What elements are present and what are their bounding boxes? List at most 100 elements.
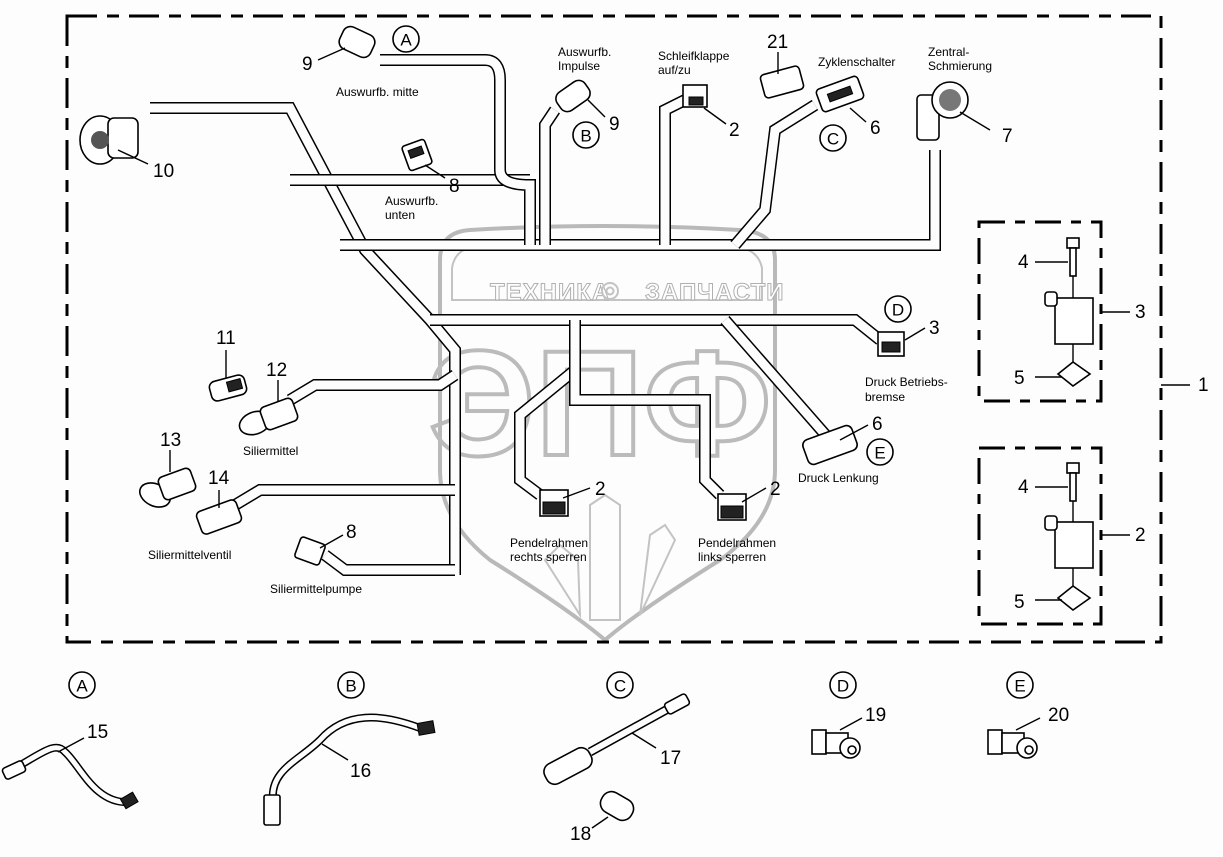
- svg-text:E: E: [874, 444, 885, 463]
- callouts-main: A B C D E: [392, 25, 912, 466]
- label-druck-betrieb-1: Druck Betriebs-: [865, 375, 948, 389]
- number-10: 10: [153, 161, 174, 182]
- kit-2-seal-number: 5: [1014, 592, 1025, 613]
- watermark-wheat: [543, 493, 677, 621]
- connector-21: [759, 65, 805, 99]
- number-3: 3: [929, 318, 940, 339]
- label-auswurfb-unten-2: unten: [385, 208, 415, 222]
- number-2a: 2: [729, 120, 740, 141]
- number-13: 13: [160, 430, 181, 451]
- label-schleifklappe-1: Schleifklappe: [658, 49, 730, 63]
- part-labels: Auswurfb. mitte Auswurfb. Impulse Schlei…: [148, 45, 992, 596]
- connector-14: [195, 499, 243, 535]
- label-zyklenschalter: Zyklenschalter: [818, 55, 895, 69]
- label-druck-betrieb-2: bremse: [865, 390, 905, 404]
- connector-10: [79, 115, 139, 165]
- number-8b: 8: [346, 522, 357, 543]
- assembly-number: 1: [1198, 375, 1209, 396]
- connector-8b: [294, 536, 326, 566]
- label-schleifklappe-2: auf/zu: [658, 63, 691, 77]
- callout-b-main: B: [572, 121, 600, 149]
- label-zentral-1: Zentral-: [928, 45, 969, 59]
- assembly-frame: [65, 14, 1163, 644]
- callout-e-main: E: [866, 438, 894, 466]
- connector-12: [238, 397, 299, 436]
- callout-d-main: D: [884, 295, 912, 323]
- connector-13: [138, 467, 197, 508]
- number-17: 17: [660, 748, 681, 769]
- kit-3-bolt-number: 4: [1018, 252, 1029, 273]
- detail-view-a: A 15: [1, 671, 139, 810]
- kit-3-parts: [1044, 237, 1094, 388]
- connector-11: [208, 374, 248, 402]
- svg-text:C: C: [614, 677, 626, 696]
- number-15: 15: [87, 722, 108, 743]
- number-19: 19: [865, 705, 886, 726]
- detail-view-d: D 19: [811, 671, 886, 759]
- label-auswurfb-impulse-1: Auswurfb.: [558, 45, 611, 59]
- svg-text:C: C: [827, 130, 839, 149]
- connector-2b: [539, 489, 569, 517]
- kit-3-number: 3: [1135, 302, 1146, 323]
- label-druck-lenkung: Druck Lenkung: [798, 471, 879, 485]
- harness-wires: [150, 54, 941, 576]
- number-6a: 6: [870, 118, 881, 139]
- label-zentral-2: Schmierung: [928, 59, 992, 73]
- number-18: 18: [570, 824, 591, 845]
- svg-text:B: B: [345, 677, 356, 696]
- label-auswurfb-impulse-2: Impulse: [558, 59, 600, 73]
- label-siliermittelpumpe: Siliermittelpumpe: [270, 582, 362, 596]
- watermark-left-text: ТЕХНИКА: [490, 279, 610, 306]
- kit-frame-2: [977, 446, 1103, 626]
- svg-text:D: D: [837, 677, 849, 696]
- connector-2c: [717, 493, 747, 521]
- number-2b: 2: [595, 479, 606, 500]
- number-8a: 8: [449, 176, 460, 197]
- number-6b: 6: [872, 414, 883, 435]
- svg-text:A: A: [76, 677, 88, 696]
- label-pendel-rechts-1: Pendelrahmen: [510, 536, 588, 550]
- connector-9a: [338, 25, 376, 59]
- svg-text:D: D: [892, 301, 904, 320]
- kit-3-seal-number: 5: [1014, 368, 1025, 389]
- detail-view-b: B 16: [263, 671, 436, 826]
- label-siliermittelventil: Siliermittelventil: [148, 548, 231, 562]
- connector-6a: [815, 75, 865, 113]
- detail-view-c: C 17 18: [543, 671, 691, 845]
- svg-text:B: B: [580, 127, 591, 146]
- label-siliermittel: Siliermittel: [243, 444, 298, 458]
- label-pendel-links-2: links sperren: [698, 550, 766, 564]
- gear-icon: [601, 282, 619, 300]
- label-auswurfb-mitte: Auswurfb. mitte: [336, 85, 419, 99]
- kit-2-parts: [1044, 462, 1094, 612]
- connector-8a: [401, 138, 433, 172]
- detail-view-e: E 20: [987, 671, 1069, 759]
- number-16: 16: [350, 761, 371, 782]
- number-7: 7: [1002, 126, 1013, 147]
- kit-2-bolt-number: 4: [1018, 477, 1029, 498]
- number-21: 21: [767, 32, 788, 53]
- connector-3: [877, 331, 905, 357]
- label-auswurfb-unten-1: Auswurfb.: [385, 194, 438, 208]
- watermark-right-text: ЗАПЧАСТИ: [645, 279, 785, 306]
- number-14: 14: [208, 468, 230, 489]
- label-pendel-rechts-2: rechts sperren: [510, 550, 587, 564]
- connector-9b: [555, 79, 591, 113]
- callout-c-main: C: [819, 124, 847, 152]
- label-pendel-links-1: Pendelrahmen: [698, 536, 776, 550]
- callout-a-main: A: [392, 25, 420, 53]
- part-numbers: 9 9 2 21 6 7 10 8 3 6 11 12 13 14 8 2 2 …: [153, 32, 1209, 613]
- kit-2-number: 2: [1135, 525, 1146, 546]
- connector-2a: [682, 84, 708, 108]
- number-9b: 9: [609, 114, 620, 135]
- number-11: 11: [216, 328, 236, 349]
- leader-lines: [117, 47, 1190, 601]
- number-2c: 2: [770, 479, 781, 500]
- number-9a: 9: [302, 54, 313, 75]
- connector-7: [916, 81, 969, 141]
- svg-text:E: E: [1014, 677, 1025, 696]
- svg-text:A: A: [400, 31, 412, 50]
- number-20: 20: [1048, 705, 1069, 726]
- watermark: ТЕХНИКА ЗАПЧАСТИ ЭПФ: [427, 224, 785, 643]
